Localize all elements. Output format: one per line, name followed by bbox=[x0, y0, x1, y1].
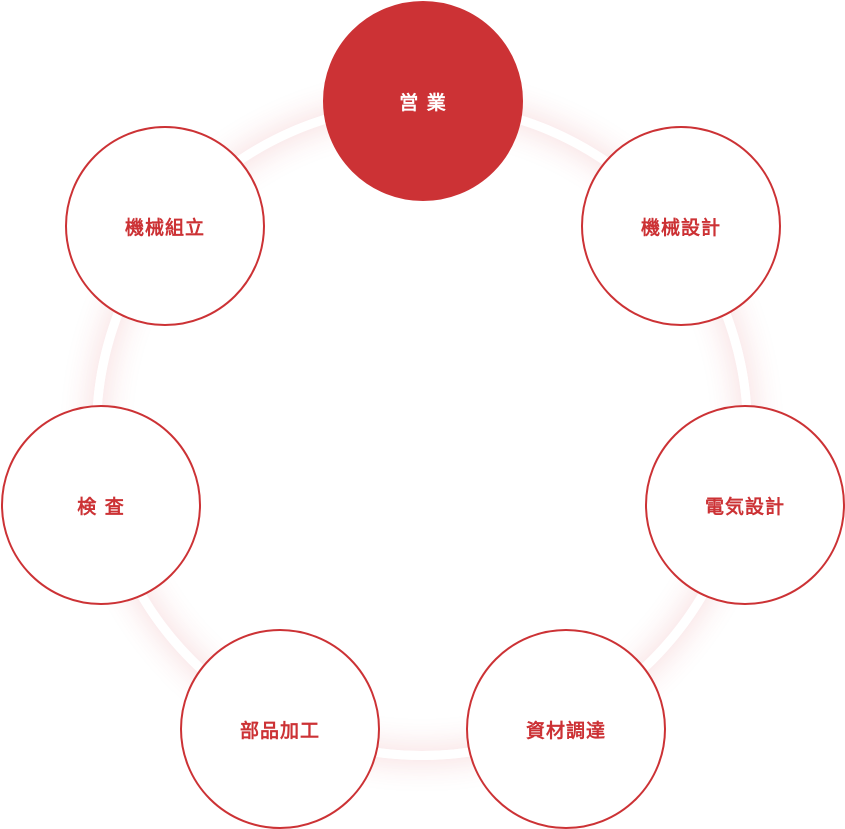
step-parts-machining: 部品加工 bbox=[180, 629, 380, 829]
step-label: 資材調達 bbox=[525, 719, 606, 742]
step-label: 検 査 bbox=[77, 495, 125, 518]
step-label: 電気設計 bbox=[704, 495, 785, 518]
step-sales: 営 業 bbox=[323, 1, 523, 201]
step-procurement: 資材調達 bbox=[466, 629, 666, 829]
step-electrical-design: 電気設計 bbox=[645, 405, 845, 605]
step-label: 営 業 bbox=[399, 91, 447, 114]
step-label: 機械設計 bbox=[640, 216, 721, 239]
step-mechanical-assembly: 機械組立 bbox=[65, 126, 265, 326]
step-label: 機械組立 bbox=[124, 216, 205, 239]
step-label: 部品加工 bbox=[239, 719, 320, 742]
step-inspection: 検 査 bbox=[1, 405, 201, 605]
step-mechanical-design: 機械設計 bbox=[581, 126, 781, 326]
